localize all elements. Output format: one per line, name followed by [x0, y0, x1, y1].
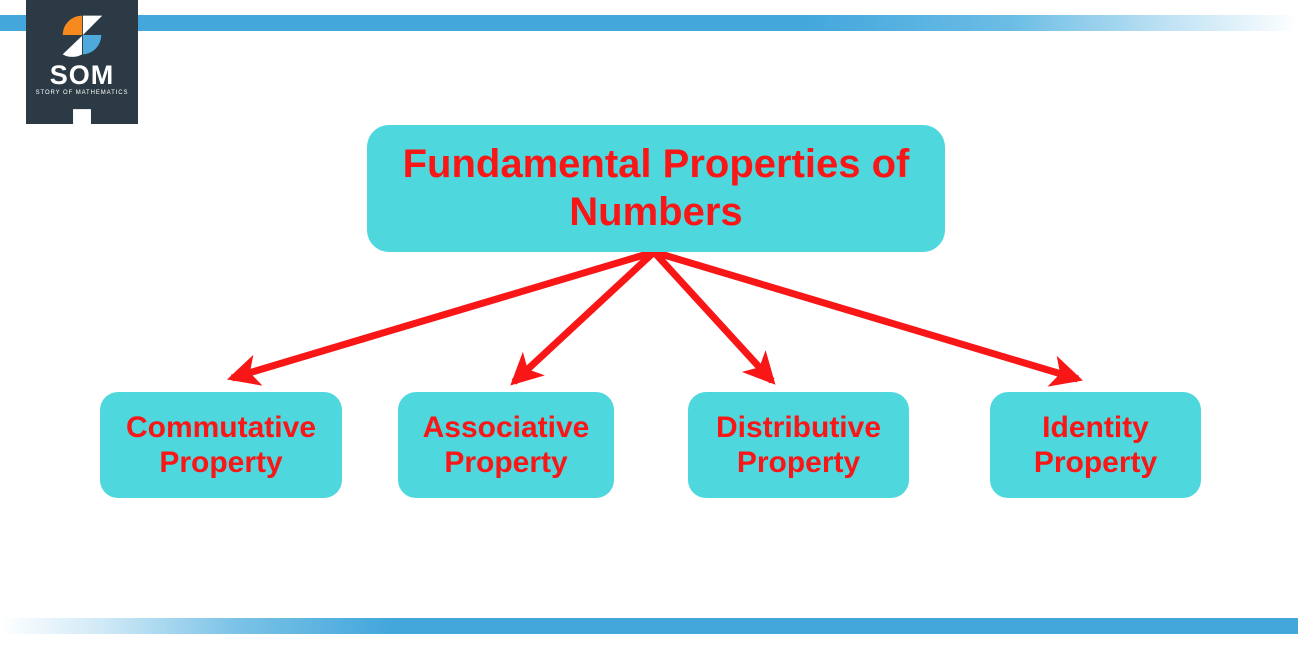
som-monogram-icon — [62, 15, 103, 57]
bottom-accent-bar — [0, 618, 1298, 634]
node-associative-property[interactable]: Associative Property — [398, 392, 614, 498]
edge-root-to-distributive — [651, 249, 776, 385]
top-accent-bar — [0, 15, 1298, 31]
edge-root-to-identity — [652, 248, 1083, 387]
node-distributive-property[interactable]: Distributive Property — [688, 392, 909, 498]
root-node-fundamental-properties[interactable]: Fundamental Properties of Numbers — [367, 125, 945, 252]
som-wordmark: SOM — [49, 60, 115, 90]
som-logo[interactable]: SOM STORY OF MATHEMATICS — [26, 0, 138, 124]
node-commutative-property[interactable]: Commutative Property — [100, 392, 342, 498]
node-identity-property[interactable]: Identity Property — [990, 392, 1201, 498]
edge-root-to-commutative — [227, 248, 656, 386]
som-tagline: STORY OF MATHEMATICS — [35, 90, 129, 96]
edge-root-to-associative — [510, 249, 657, 386]
